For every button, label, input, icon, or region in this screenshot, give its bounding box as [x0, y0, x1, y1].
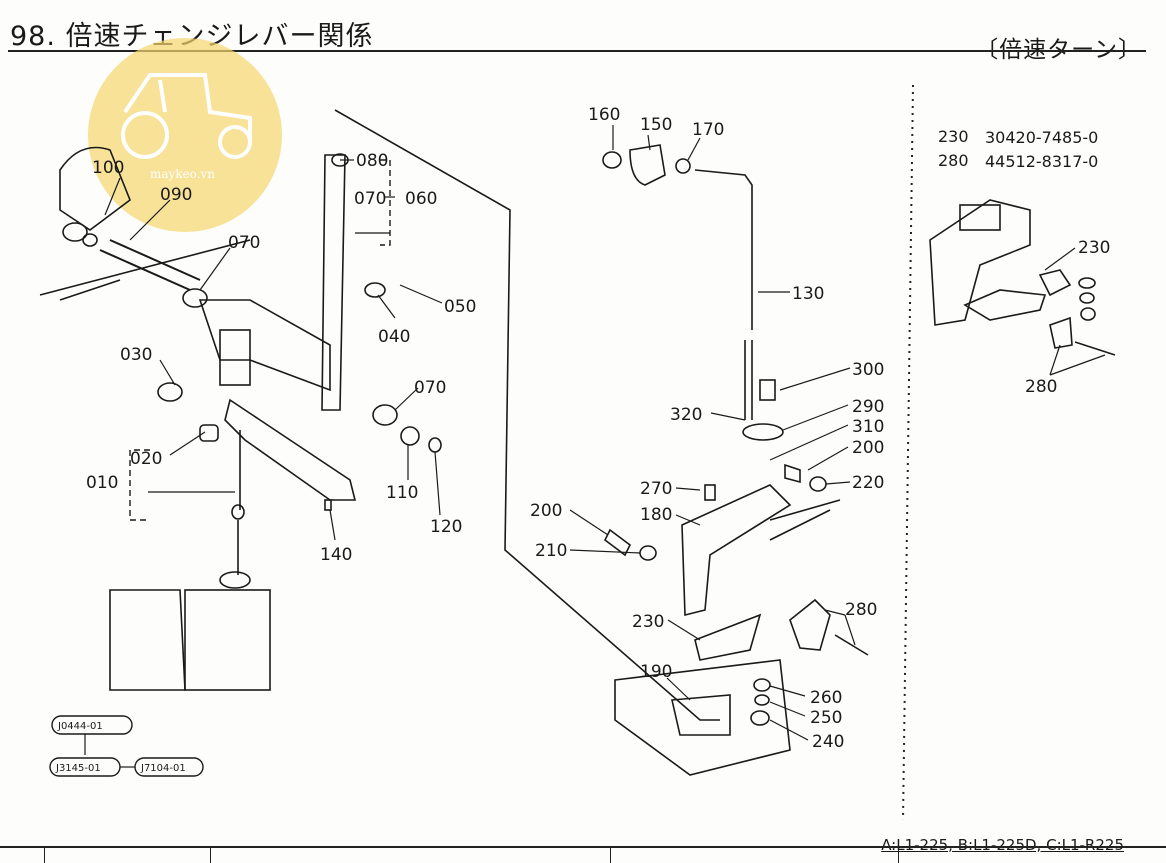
divider-line [902, 84, 914, 821]
label-080: 080 [356, 151, 388, 171]
right-assembly [602, 144, 869, 776]
label-200-a: 200 [852, 438, 884, 458]
label-090: 090 [160, 185, 192, 205]
label-070-b: 070 [354, 189, 386, 209]
label-310: 310 [852, 417, 884, 437]
part-labels: 100 090 070 080 070 060 050 040 030 070 … [86, 105, 1110, 752]
ref-tag-bottom-left: J3145-01 [55, 763, 101, 774]
label-130: 130 [792, 284, 824, 304]
label-170: 170 [692, 120, 724, 140]
inset-label-280: 280 [1025, 377, 1057, 397]
group-brackets [129, 159, 391, 521]
left-assembly [39, 109, 720, 721]
footer-divider [610, 848, 611, 863]
label-230: 230 [632, 612, 664, 632]
label-300: 300 [852, 360, 884, 380]
label-270: 270 [640, 479, 672, 499]
pn-ref-280: 280 [938, 151, 969, 170]
label-150: 150 [640, 115, 672, 135]
part-number-list: 230 30420-7485-0 280 44512-8317-0 [938, 127, 1098, 171]
watermark-logo: maykeo.vn [88, 38, 282, 232]
footer-table [0, 846, 1166, 863]
label-070-a: 070 [228, 233, 260, 253]
label-220: 220 [852, 473, 884, 493]
label-190: 190 [640, 662, 672, 682]
label-290: 290 [852, 397, 884, 417]
leader-lines [104, 125, 1106, 741]
inset-detail [929, 199, 1116, 356]
label-050: 050 [444, 297, 476, 317]
label-200-b: 200 [530, 501, 562, 521]
pn-number-280: 44512-8317-0 [985, 152, 1098, 171]
label-120: 120 [430, 517, 462, 537]
label-280: 280 [845, 600, 877, 620]
label-160: 160 [588, 105, 620, 125]
footer-divider [898, 848, 899, 863]
label-250: 250 [810, 708, 842, 728]
pn-ref-230: 230 [938, 127, 969, 146]
label-030: 030 [120, 345, 152, 365]
label-110: 110 [386, 483, 418, 503]
label-320: 320 [670, 405, 702, 425]
label-260: 260 [810, 688, 842, 708]
label-020: 020 [130, 449, 162, 469]
reference-tags: J0444-01 J3145-01 J7104-01 [49, 715, 204, 777]
label-240: 240 [812, 732, 844, 752]
label-180: 180 [640, 505, 672, 525]
footer-divider [44, 848, 45, 863]
pn-number-230: 30420-7485-0 [985, 128, 1098, 147]
footer-divider [210, 848, 211, 863]
ref-tag-bottom-right: J7104-01 [140, 763, 186, 774]
title-rule [8, 50, 1146, 52]
inset-label-230: 230 [1078, 238, 1110, 258]
label-210: 210 [535, 541, 567, 561]
ref-tag-top: J0444-01 [57, 721, 103, 732]
label-100: 100 [92, 158, 124, 178]
model-footnote: A:L1-225, B:L1-225D, C:L1-R225 [881, 836, 1124, 854]
label-140: 140 [320, 545, 352, 565]
label-070-c: 070 [414, 378, 446, 398]
watermark-text: maykeo.vn [150, 167, 215, 181]
label-060: 060 [405, 189, 437, 209]
label-010: 010 [86, 473, 118, 493]
label-040: 040 [378, 327, 410, 347]
